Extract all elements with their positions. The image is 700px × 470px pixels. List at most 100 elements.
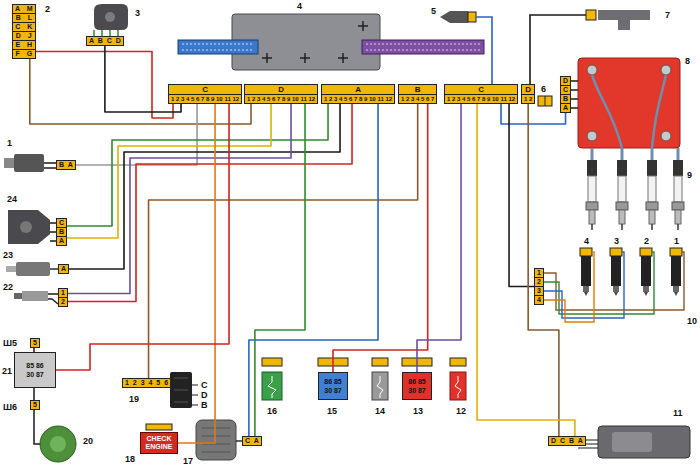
connector-pins: 1234: [534, 268, 544, 305]
relay-socket: [372, 358, 388, 366]
relay-socket: [262, 358, 282, 366]
injector-wire: [544, 252, 684, 322]
node-text: 5: [31, 401, 39, 409]
callout-number: 1: [6, 138, 13, 148]
fuel-pump: [40, 426, 76, 462]
spark-plug: [586, 160, 598, 230]
throttle-sensor: [8, 210, 50, 244]
fuse: [262, 372, 466, 400]
air-flow-sensor: [196, 420, 236, 460]
diagnostic-plug: [174, 378, 188, 402]
node-text: A B C D: [87, 37, 123, 45]
callout-number: 12: [455, 406, 467, 416]
callout-number: 16: [266, 406, 278, 416]
callout-number: 4: [296, 1, 303, 11]
node-text: 30 87: [322, 386, 344, 395]
knock-sensor: [16, 262, 50, 276]
oxygen-sensor: [22, 291, 48, 301]
ecu-connector: [178, 40, 258, 54]
connector-pins: A MB LC KD JE HF G: [12, 4, 36, 59]
wire: [68, 104, 352, 302]
callout-number: 19: [128, 394, 140, 404]
connector-pins: 12: [58, 288, 68, 307]
sensor-5: [476, 17, 492, 84]
wire-label: Ш5: [2, 338, 18, 348]
node-text: A: [59, 265, 68, 273]
node-text: 1: [535, 269, 543, 278]
knock-sensor: [6, 266, 16, 272]
ignition-module: [587, 65, 597, 75]
node-text: A: [322, 85, 394, 95]
node-text: 4: [535, 296, 543, 304]
wire: [528, 104, 559, 436]
node-text: 30 87: [406, 386, 428, 395]
oxygen-sensor: [14, 291, 58, 304]
air-flow-sensor: [202, 428, 230, 452]
node-text: 1 2 3 4 5 6 7 8 9 10 11 12: [245, 95, 317, 103]
callout-number: 24: [6, 194, 18, 204]
wire: [76, 104, 197, 165]
idle-air-control: [598, 426, 690, 458]
injector-wire: [544, 252, 654, 314]
ignition-module: [592, 148, 678, 160]
callout-number: 3: [134, 8, 141, 18]
wire: [67, 104, 271, 238]
wire: [249, 104, 378, 436]
wire: [178, 104, 215, 443]
node-text: E H: [13, 41, 35, 50]
spark-plug: [672, 160, 684, 230]
wire: [333, 104, 428, 372]
fuse: [455, 376, 461, 398]
injector-wire: [544, 252, 594, 322]
pin-label: B: [200, 400, 209, 410]
node-text: D J: [13, 32, 35, 41]
crankshaft-sensor: [14, 154, 44, 172]
node-text: A: [57, 237, 66, 245]
air-flow-sensor: [196, 420, 242, 460]
ignition-module: [570, 81, 578, 108]
node-text: C: [57, 219, 66, 228]
connector-pins: C A: [242, 436, 262, 446]
harness-connector: B1 2 3 4 5 6 7: [398, 84, 437, 104]
wire: [477, 104, 575, 436]
cylinder-number: 2: [643, 236, 650, 246]
idle-air-control: [578, 426, 690, 458]
idle-air-control: [612, 432, 652, 452]
sensor-5: [440, 11, 468, 23]
callout-number: 13: [412, 406, 424, 416]
node-text: D C B A: [549, 437, 585, 445]
sensor-3: [105, 12, 115, 22]
sensor-3: [94, 4, 128, 36]
callout-number: 20: [82, 436, 94, 446]
cylinder-number: 3: [613, 236, 620, 246]
connector-6: [545, 96, 546, 106]
ignition-module: [570, 58, 680, 160]
diagnostic-plug: [170, 372, 198, 408]
node-text: B: [399, 85, 436, 95]
relay-box: 86 8530 87: [402, 372, 432, 400]
node-text: CHECK ENGINE: [142, 435, 176, 451]
ignition-module: [578, 58, 680, 148]
node-text: D: [245, 85, 317, 95]
throttle-sensor: [20, 221, 32, 233]
lamp-connector: [146, 424, 172, 430]
node-text: 1: [59, 289, 67, 298]
callout-number: 23: [2, 250, 14, 260]
node-text: 3: [535, 287, 543, 296]
node-text: B: [57, 228, 66, 237]
fuse: [450, 372, 466, 400]
ecu-housing: [262, 21, 368, 63]
ecu-connector: [362, 40, 484, 54]
diagnostic-connector: 1 2 3 4 5 6: [122, 378, 171, 388]
node-text: C K: [13, 23, 35, 32]
node-text: B L: [13, 14, 35, 23]
wire: [69, 104, 340, 269]
injector-wire: [544, 252, 624, 318]
connector-pins: D C B A: [548, 436, 586, 446]
node-text: 1 2 3 4 5 6 7 8 9 10 11 12: [445, 95, 517, 103]
wire: [417, 104, 461, 372]
connector-pins: 5: [30, 338, 40, 348]
spark-plug: [616, 160, 628, 230]
node-text: 5: [31, 339, 39, 347]
oxygen-sensor: [14, 293, 22, 299]
